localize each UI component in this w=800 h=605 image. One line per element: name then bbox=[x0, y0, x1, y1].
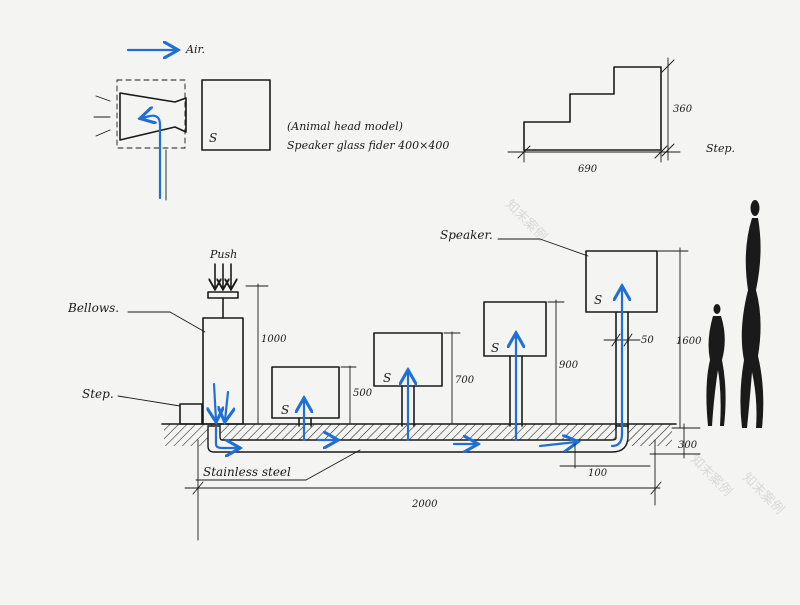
step-block bbox=[179, 403, 203, 425]
pipe-width-text: 50 bbox=[641, 335, 654, 346]
bellows: Push Bellows. 1000 bbox=[67, 248, 287, 425]
bellows-label: Bellows. bbox=[67, 301, 119, 315]
speaker-leader-b bbox=[539, 238, 589, 257]
speaker-1-s: S bbox=[281, 403, 289, 417]
air-down-1 bbox=[214, 382, 216, 420]
sound-line-1 bbox=[95, 95, 111, 102]
model-caption-line2: Speaker glass fider 400×400 bbox=[287, 139, 449, 152]
air-down-2 bbox=[225, 390, 228, 420]
air-up-4 bbox=[610, 288, 622, 448]
watermark-1: 知末案例 bbox=[502, 197, 550, 245]
model-s-label: S bbox=[209, 131, 217, 145]
bellows-leader-b bbox=[169, 311, 206, 333]
watermark-3: 知末案例 bbox=[739, 470, 787, 518]
air-legend: Air. bbox=[126, 43, 205, 56]
speaker-1-box bbox=[271, 366, 340, 419]
step-outline bbox=[523, 66, 662, 151]
step-drawing: 690 360 Step. bbox=[507, 57, 735, 175]
step-height-text: 360 bbox=[673, 104, 693, 115]
step-label-top: Step. bbox=[706, 142, 735, 155]
air-flow-seg3 bbox=[538, 442, 576, 446]
horn-shape bbox=[119, 92, 187, 141]
model-dashed-box bbox=[116, 79, 186, 149]
box4-height-text: 1600 bbox=[676, 336, 702, 347]
box3-height-text: 900 bbox=[559, 360, 579, 371]
air-label: Air. bbox=[185, 43, 205, 56]
speaker-3-s: S bbox=[491, 341, 499, 355]
speaker-box-1: S 500 bbox=[271, 365, 373, 427]
speaker-box-2: S 700 bbox=[373, 331, 475, 427]
figure-tall-body bbox=[740, 218, 764, 428]
bellows-body bbox=[202, 317, 244, 425]
step-htick-top bbox=[661, 59, 675, 73]
speaker-4-s: S bbox=[594, 293, 602, 307]
animal-head-model: S (Animal head model) Speaker glass fide… bbox=[93, 79, 449, 201]
model-caption-line1: (Animal head model) bbox=[287, 120, 403, 133]
total-length-text: 2000 bbox=[411, 499, 438, 510]
human-figure-tall bbox=[740, 200, 764, 428]
step-label-left: Step. bbox=[82, 387, 114, 401]
watermark-2: 知末案例 bbox=[687, 452, 735, 500]
bellows-plate bbox=[207, 291, 239, 299]
human-figure-small bbox=[706, 304, 726, 426]
air-bend-1 bbox=[214, 426, 238, 448]
pipe-width-tick-r bbox=[623, 333, 633, 347]
model-air-flow bbox=[142, 116, 162, 200]
pipe-depth-text: 100 bbox=[588, 468, 608, 479]
speaker-2-s: S bbox=[383, 371, 391, 385]
ground-depth-text: 300 bbox=[678, 440, 698, 451]
box2-height-text: 700 bbox=[455, 375, 475, 386]
push-label: Push bbox=[209, 248, 237, 261]
stainless-label: Stainless steel bbox=[203, 465, 291, 479]
speaker-box-model bbox=[201, 79, 271, 151]
air-flow-path bbox=[214, 288, 622, 448]
bellows-height-text: 1000 bbox=[261, 334, 287, 345]
box1-height-text: 500 bbox=[353, 388, 373, 399]
figure-small-body bbox=[706, 316, 726, 426]
stainless-leader bbox=[305, 449, 361, 481]
speaker-box-4: S Speaker. 50 1600 bbox=[440, 228, 702, 429]
figure-small-head bbox=[713, 304, 721, 314]
step-leader bbox=[117, 395, 181, 407]
step-htick-bottom bbox=[661, 143, 675, 157]
figure-tall-head bbox=[750, 200, 760, 216]
speaker-box-3: S 900 bbox=[483, 299, 579, 427]
total-tick-right bbox=[650, 481, 662, 495]
speaker-label: Speaker. bbox=[440, 228, 493, 242]
sound-line-3 bbox=[95, 129, 111, 137]
step-width-text: 690 bbox=[578, 164, 598, 175]
pipe-width-tick-l bbox=[611, 333, 621, 347]
